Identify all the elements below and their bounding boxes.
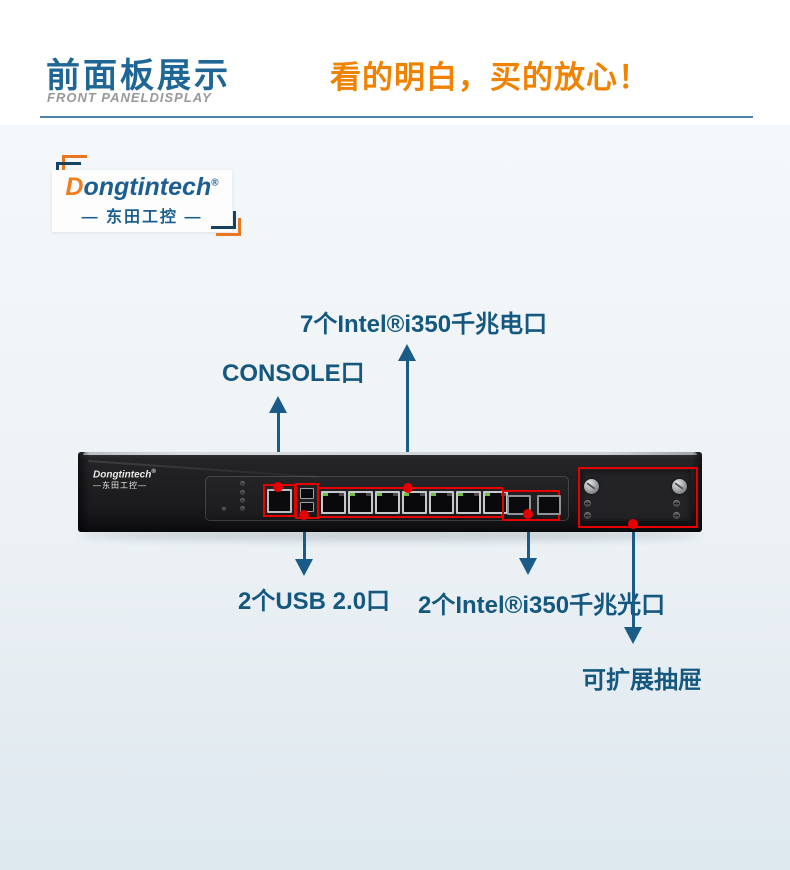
panel-screw bbox=[673, 512, 680, 519]
panel-screw bbox=[584, 500, 591, 507]
panel-screw bbox=[673, 500, 680, 507]
link-led bbox=[458, 493, 463, 496]
printed-brand-chinese: —东田工控— bbox=[93, 481, 147, 491]
printed-brand-logo: Dongtintech® —东田工控— bbox=[93, 469, 156, 491]
brand-logo-initial: D bbox=[65, 173, 84, 201]
rj45-port bbox=[375, 491, 400, 514]
callout-dot-lan bbox=[403, 483, 413, 493]
activity-led bbox=[420, 493, 425, 496]
arrow-down-icon bbox=[295, 559, 313, 576]
page-title: 前面板展示 bbox=[46, 57, 231, 95]
label-sfp-ports: 2个Intel®i350千兆光口 bbox=[418, 592, 666, 619]
label-usb-ports: 2个USB 2.0口 bbox=[238, 588, 391, 615]
link-led bbox=[431, 493, 436, 496]
header-divider bbox=[40, 116, 753, 118]
device-front-panel: Dongtintech® —东田工控— bbox=[78, 452, 702, 532]
label-lan-ports: 7个Intel®i350千兆电口 bbox=[300, 311, 548, 338]
thumb-screw bbox=[672, 479, 687, 494]
arrow-up-icon bbox=[269, 396, 287, 413]
link-led bbox=[350, 493, 355, 496]
activity-led bbox=[339, 493, 344, 496]
status-led bbox=[240, 506, 245, 511]
status-led bbox=[222, 507, 226, 511]
lan-port-group bbox=[320, 490, 509, 515]
arrow-line-sfp bbox=[527, 516, 530, 560]
callout-dot-sfp bbox=[523, 509, 533, 519]
activity-led bbox=[474, 493, 479, 496]
label-expansion-drawer: 可扩展抽屉 bbox=[582, 667, 702, 694]
arrow-up-icon bbox=[398, 344, 416, 361]
logo-bracket-orange-bottomright bbox=[216, 218, 241, 236]
chassis-left-edge bbox=[78, 452, 90, 532]
rj45-port bbox=[321, 491, 346, 514]
sfp-port bbox=[537, 495, 561, 515]
chassis-top-highlight bbox=[83, 452, 697, 455]
printed-brand-wordmark: Dongtintech® bbox=[93, 469, 156, 481]
rj45-port bbox=[429, 491, 454, 514]
sfp-port-group bbox=[507, 495, 561, 515]
usb-port bbox=[300, 488, 314, 499]
brand-logo-wordmark: Dongtintech® bbox=[65, 175, 218, 200]
brand-logo: Dongtintech® — 东田工控 — bbox=[52, 170, 232, 232]
arrow-line-console bbox=[277, 411, 280, 485]
rj45-port bbox=[456, 491, 481, 514]
printed-registered-mark: ® bbox=[151, 469, 156, 475]
chassis-shadow bbox=[80, 529, 700, 541]
activity-led bbox=[366, 493, 371, 496]
link-led bbox=[377, 493, 382, 496]
brand-logo-rest: ongtintech bbox=[83, 173, 212, 201]
rj45-port bbox=[348, 491, 373, 514]
arrow-down-icon bbox=[519, 558, 537, 575]
status-led bbox=[240, 498, 245, 503]
link-led bbox=[323, 493, 328, 496]
arrow-down-icon bbox=[624, 627, 642, 644]
slogan-text: 看的明白，买的放心！ bbox=[330, 60, 650, 95]
arrow-line-lan bbox=[406, 359, 409, 485]
expansion-drawer-highlight-box bbox=[578, 467, 698, 528]
activity-led bbox=[393, 493, 398, 496]
arrow-line-usb bbox=[303, 517, 306, 561]
recessed-port-panel bbox=[205, 476, 569, 521]
link-led bbox=[485, 493, 490, 496]
brand-logo-chinese: — 东田工控 — bbox=[81, 209, 203, 226]
thumb-screw bbox=[584, 479, 599, 494]
callout-dot-console bbox=[273, 482, 283, 492]
panel-screw bbox=[584, 512, 591, 519]
printed-brand-text: Dongtintech bbox=[93, 469, 152, 481]
rj45-port bbox=[402, 491, 427, 514]
arrow-line-drawer bbox=[632, 524, 635, 628]
registered-mark-icon: ® bbox=[211, 177, 219, 189]
callout-dot-drawer bbox=[628, 519, 638, 529]
usb-ports-highlight-box bbox=[295, 483, 319, 519]
expansion-drawer-panel bbox=[581, 470, 691, 521]
label-console-port: CONSOLE口 bbox=[222, 360, 365, 387]
link-led bbox=[404, 493, 409, 496]
logo-bracket-navy-bottomright bbox=[211, 211, 236, 229]
page-subtitle: FRONT PANELDISPLAY bbox=[47, 90, 212, 105]
callout-dot-usb bbox=[299, 510, 309, 520]
console-rj45-port bbox=[267, 489, 292, 513]
status-led bbox=[240, 490, 245, 495]
activity-led bbox=[447, 493, 452, 496]
status-led bbox=[240, 481, 245, 486]
usb-port-stack bbox=[300, 488, 314, 512]
